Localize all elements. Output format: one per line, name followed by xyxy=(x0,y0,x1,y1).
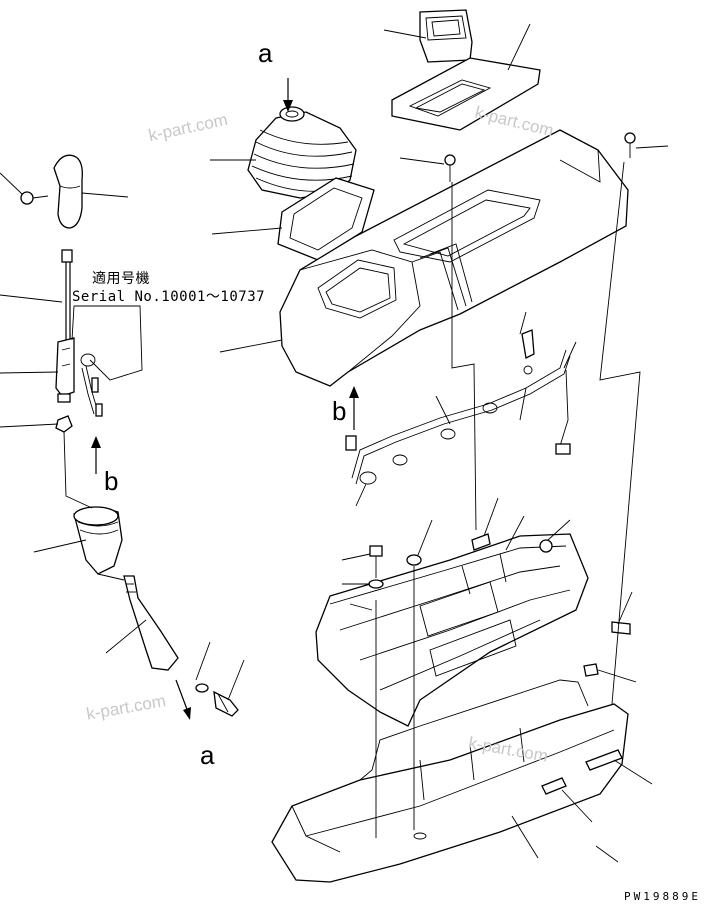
lever-shaft xyxy=(123,575,179,671)
lever-bracket xyxy=(55,337,96,403)
shaft-bolt xyxy=(213,690,239,717)
arrow-b-left xyxy=(91,436,101,474)
leader-lines xyxy=(0,23,669,863)
lever-rod xyxy=(61,249,73,340)
arrow-a-top xyxy=(283,78,293,112)
lever-sleeve xyxy=(73,506,123,575)
shaft-washer xyxy=(195,683,209,693)
lower-tray xyxy=(271,679,629,883)
bolt-top xyxy=(444,154,456,182)
lever-wire xyxy=(81,365,103,417)
applicable-serial-label: 適用号機 xyxy=(92,271,150,287)
ref-label-a-bottom: a xyxy=(200,740,215,770)
harness-clip xyxy=(583,663,599,677)
console-cover xyxy=(279,129,629,387)
wire-harness xyxy=(345,329,571,485)
switch-part xyxy=(419,9,473,63)
arrow-b-right xyxy=(349,386,359,430)
tray-stud xyxy=(406,554,422,830)
lever-boot xyxy=(247,106,357,199)
drawing-code: PW19889E xyxy=(624,890,701,903)
bolt-right xyxy=(624,132,636,158)
serial-range-text: Serial No.10001〜10737 xyxy=(72,289,266,305)
ref-label-b-left: b xyxy=(104,466,119,496)
lever-knob xyxy=(53,154,83,229)
knob-screw xyxy=(20,191,49,205)
cover-plate xyxy=(391,57,541,131)
console-frame xyxy=(315,533,589,727)
side-connector xyxy=(611,621,631,635)
ref-label-a-top: a xyxy=(258,38,273,68)
arrow-a-bottom xyxy=(175,679,191,720)
ref-label-b-right: b xyxy=(332,396,347,426)
lever-nut xyxy=(55,415,73,433)
